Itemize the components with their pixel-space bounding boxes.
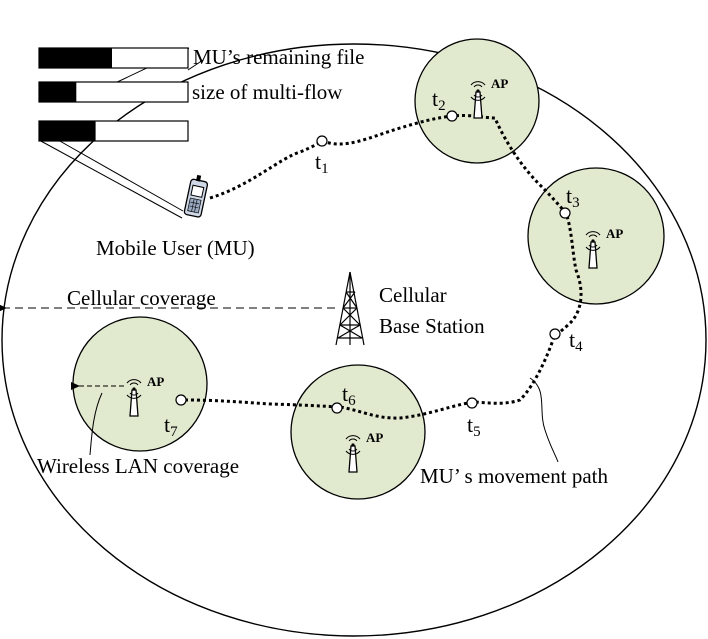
wlan-coverage-circle-4 xyxy=(290,364,426,500)
legend-title-line1: MU’s remaining file xyxy=(193,45,364,69)
time-label-4: t4 xyxy=(569,327,583,355)
movement-path-pointer xyxy=(529,377,559,463)
movement-path-label: MU’ s movement path xyxy=(420,464,608,488)
time-label-1: t1 xyxy=(315,149,329,177)
time-marker-6 xyxy=(331,402,343,414)
cellular-coverage-area xyxy=(1,43,707,637)
wlan-coverage-circle-3 xyxy=(72,316,208,452)
time-label-5: t5 xyxy=(467,412,481,440)
flow-bar-fill-2 xyxy=(39,82,77,102)
time-marker-5 xyxy=(466,397,478,409)
access-point-icon: AP xyxy=(585,226,623,269)
cellular-coverage-label: Cellular coverage xyxy=(67,286,216,310)
time-marker-2 xyxy=(446,110,458,122)
time-marker-4 xyxy=(549,328,561,340)
legend-title-line2: size of multi-flow xyxy=(192,80,343,104)
access-point-icon: AP xyxy=(345,430,383,473)
cellular-tower-icon xyxy=(335,271,365,346)
time-marker-1 xyxy=(316,135,328,147)
flow-bar-fill-1 xyxy=(39,48,112,68)
flow-progress-bars xyxy=(38,47,189,142)
flow-bar-fill-3 xyxy=(39,121,96,141)
base-station-label-line1: Cellular xyxy=(379,283,447,307)
access-point-icon: AP xyxy=(126,374,164,417)
access-points: AP AP AP AP xyxy=(126,76,623,473)
movement-path xyxy=(184,113,583,420)
base-station-label-line2: Base Station xyxy=(379,314,485,338)
wlan-coverage-pointer xyxy=(89,392,103,456)
wlan-coverage-label: Wireless LAN coverage xyxy=(37,454,239,478)
mobile-user-label: Mobile User (MU) xyxy=(96,236,255,260)
ap-label: AP xyxy=(606,226,623,241)
access-point-icon: AP xyxy=(470,76,508,119)
time-marker-7 xyxy=(175,394,187,406)
ap-label: AP xyxy=(366,430,383,445)
time-marker-3 xyxy=(559,207,571,219)
ap-label: AP xyxy=(491,76,508,91)
ap-label: AP xyxy=(147,374,164,389)
mobile-phone-icon xyxy=(183,174,209,218)
